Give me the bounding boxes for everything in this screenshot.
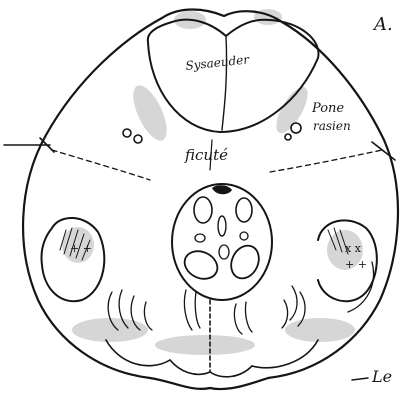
label-center: ficuté xyxy=(184,146,228,164)
label-central-lobe: Sysaeuder xyxy=(185,52,251,73)
canal-oval-top-left xyxy=(194,197,212,223)
canal-oval-bottom-mid xyxy=(219,245,229,259)
right-small-dot-2 xyxy=(285,134,291,140)
shade-bottom-center xyxy=(155,335,255,355)
canal-oval-small-right xyxy=(240,232,248,240)
bottom-right-dash xyxy=(352,378,368,380)
left-nucleus-marks: + + xyxy=(70,242,92,255)
right-fibre-bundles xyxy=(282,286,305,328)
left-tick xyxy=(4,138,54,152)
canal-oval-bottom-left xyxy=(180,246,222,284)
shade-bottom-left xyxy=(72,318,148,342)
label-top-right: A. xyxy=(372,14,393,35)
shade-bottom-right xyxy=(285,318,355,342)
right-nucleus-marks: x x xyxy=(345,242,362,255)
canal-oval-top-right xyxy=(236,198,252,222)
central-canal-top-mark xyxy=(212,185,232,194)
label-bottom-right: Le xyxy=(371,367,392,386)
shade-right-band xyxy=(270,82,313,137)
right-nucleus-marks-2: + + xyxy=(345,258,367,271)
canal-oval-small-left xyxy=(195,234,205,242)
right-lateral-line xyxy=(270,150,382,172)
left-small-dot-2 xyxy=(134,135,142,143)
shade-left-band xyxy=(126,81,173,146)
central-canal xyxy=(172,184,272,300)
right-small-dot xyxy=(291,123,301,133)
left-lateral-line xyxy=(52,150,150,180)
center-fibre-bundles xyxy=(184,290,252,334)
left-small-dot xyxy=(123,129,131,137)
label-right-lateral: Pone xyxy=(311,101,344,116)
median-line xyxy=(222,36,227,130)
label-right-lateral-2: rasien xyxy=(313,119,351,133)
canal-oval-bottom-right xyxy=(226,241,264,283)
canal-oval-mid xyxy=(218,216,226,236)
